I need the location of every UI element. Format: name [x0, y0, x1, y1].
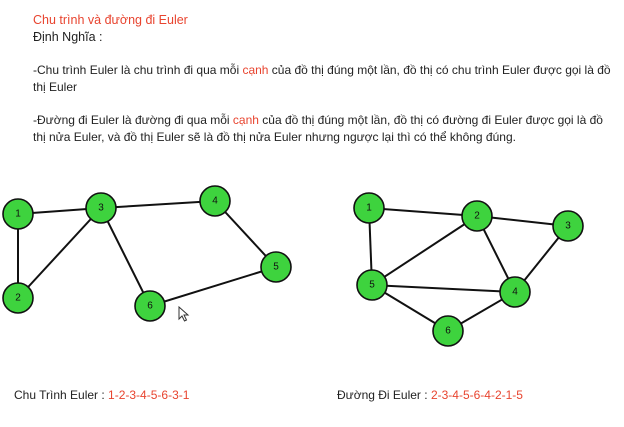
- cycle-node-2: 2: [2, 282, 34, 314]
- path-nodes: 1 2 3 4 5 6: [353, 192, 584, 347]
- cycle-node-6-label: 6: [147, 301, 153, 312]
- path-node-1-label: 1: [366, 203, 372, 214]
- cycle-nodes: 1 2 3 4 5 6: [2, 185, 292, 322]
- cycle-node-5: 5: [260, 251, 292, 283]
- euler-path-caption-label: Đường Đi Euler :: [337, 388, 431, 402]
- path-node-2-label: 2: [474, 211, 480, 222]
- path-node-6: 6: [432, 315, 464, 347]
- path-node-5: 5: [356, 269, 388, 301]
- cycle-node-4-circle: [199, 185, 231, 217]
- path-edge-4-5: [371, 284, 516, 293]
- path-node-4-circle: [499, 276, 531, 308]
- cycle-edge-2-3: [17, 207, 102, 299]
- para2-text-before: -Đường đi Euler là đường đi qua mỗi: [33, 113, 233, 127]
- path-node-1: 1: [353, 192, 385, 224]
- cycle-node-6-circle: [134, 290, 166, 322]
- path-node-6-circle: [432, 315, 464, 347]
- path-node-6-label: 6: [445, 326, 451, 337]
- cycle-edge-3-4: [100, 200, 216, 209]
- definition-heading: Định Nghĩa :: [33, 30, 103, 44]
- path-node-2: 2: [461, 200, 493, 232]
- path-node-5-circle: [356, 269, 388, 301]
- cycle-node-4-label: 4: [212, 196, 218, 207]
- para1-highlight: cạnh: [242, 63, 269, 77]
- euler-path-sequence: 2-3-4-5-6-4-2-1-5: [430, 388, 523, 402]
- page-title: Chu trình và đường đi Euler: [33, 13, 188, 27]
- cycle-node-3: 3: [85, 192, 117, 224]
- para1-text-before: -Chu trình Euler là chu trình đi qua mỗi: [33, 63, 243, 77]
- definition-euler-path: -Đường đi Euler là đường đi qua mỗi cạnh…: [33, 112, 618, 146]
- cycle-node-3-label: 3: [98, 203, 104, 214]
- cycle-node-5-label: 5: [273, 262, 279, 273]
- para2-text-after: của đồ thị đúng một lần, đồ thị có đường…: [33, 113, 603, 144]
- path-node-3-circle: [552, 210, 584, 242]
- path-edge-1-2: [368, 207, 478, 217]
- path-node-3-label: 3: [565, 221, 571, 232]
- cycle-node-4: 4: [199, 185, 231, 217]
- cycle-node-5-circle: [260, 251, 292, 283]
- euler-cycle-caption-label: Chu Trình Euler :: [14, 388, 109, 402]
- path-node-4: 4: [499, 276, 531, 308]
- definition-euler-cycle: -Chu trình Euler là chu trình đi qua mỗi…: [33, 62, 618, 96]
- path-node-5-label: 5: [369, 280, 375, 291]
- para2-highlight: cạnh: [232, 113, 259, 127]
- path-node-2-circle: [461, 200, 493, 232]
- euler-cycle-caption: Chu Trình Euler : 1-2-3-4-5-6-3-1: [14, 388, 189, 402]
- path-node-3: 3: [552, 210, 584, 242]
- cycle-node-2-label: 2: [15, 293, 21, 304]
- euler-cycle-graph: 1 2 3 4 5 6: [2, 185, 292, 322]
- path-edge-5-2: [371, 215, 478, 286]
- cycle-node-6: 6: [134, 290, 166, 322]
- cycle-edge-6-3: [100, 207, 151, 307]
- path-node-4-label: 4: [512, 287, 518, 298]
- cycle-edges: [17, 200, 277, 307]
- cycle-node-2-circle: [2, 282, 34, 314]
- cycle-node-1: 1: [2, 198, 34, 230]
- cycle-node-1-label: 1: [15, 209, 21, 220]
- para1-text-after: của đồ thị đúng một lần, đồ thị có chu t…: [33, 63, 611, 94]
- euler-cycle-sequence: 1-2-3-4-5-6-3-1: [108, 388, 190, 402]
- cycle-edge-5-6: [149, 266, 277, 307]
- cycle-node-3-circle: [85, 192, 117, 224]
- euler-path-caption: Đường Đi Euler : 2-3-4-5-6-4-2-1-5: [337, 388, 523, 402]
- path-node-1-circle: [353, 192, 385, 224]
- cycle-node-1-circle: [2, 198, 34, 230]
- mouse-pointer-icon: [178, 306, 190, 322]
- document-body: Chu trình và đường đi Euler Định Nghĩa :…: [33, 12, 618, 146]
- euler-path-graph: 1 2 3 4 5 6: [353, 192, 584, 347]
